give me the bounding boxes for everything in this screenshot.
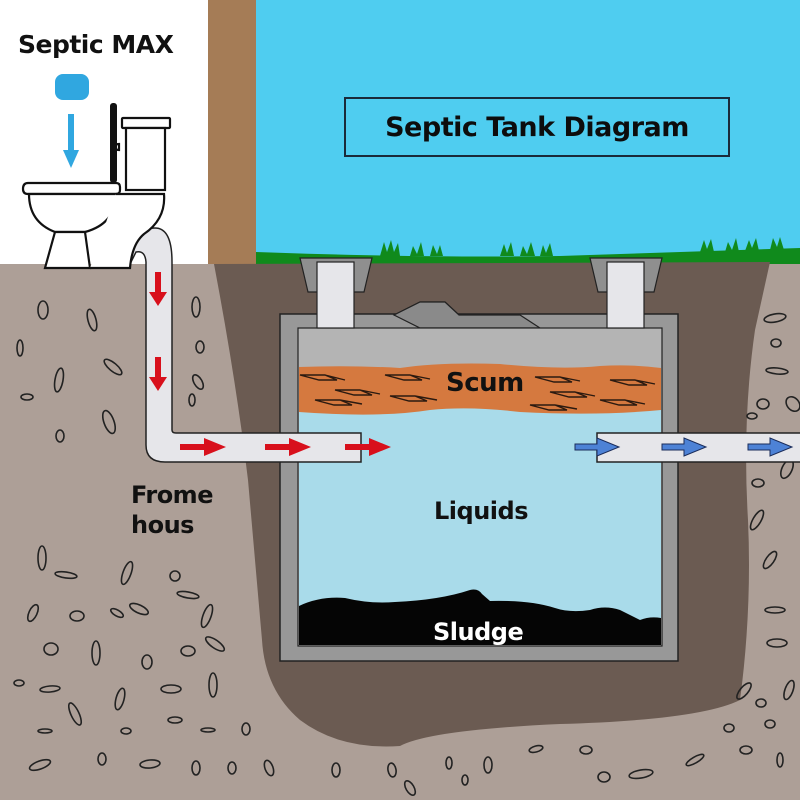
outflow-arrow-icon bbox=[661, 437, 708, 457]
inflow-arrow-icon bbox=[149, 357, 167, 391]
inflow-arrows bbox=[149, 272, 391, 456]
inflow-arrow-icon bbox=[345, 438, 391, 456]
grass-tufts bbox=[380, 237, 784, 256]
riser-left bbox=[299, 257, 373, 329]
drop-arrow-icon bbox=[63, 114, 79, 168]
sky bbox=[256, 0, 800, 262]
scum-debris bbox=[299, 374, 656, 411]
liquids-label: Liquids bbox=[434, 497, 528, 525]
inlet-label-line2: hous bbox=[131, 511, 194, 539]
sludge-label: Sludge bbox=[433, 618, 524, 646]
toilet-seat-lid bbox=[110, 103, 117, 183]
outflow-arrow-icon bbox=[574, 437, 621, 457]
scum-label: Scum bbox=[446, 368, 524, 398]
sludge-layer bbox=[299, 589, 661, 645]
soil-pebbles bbox=[13, 296, 800, 797]
outflow-arrow-icon bbox=[747, 437, 794, 457]
riser-right bbox=[589, 257, 663, 329]
house-wall bbox=[208, 0, 256, 266]
toilet-icon bbox=[21, 116, 172, 270]
septic-max-pod-icon bbox=[55, 74, 89, 100]
inflow-arrow-icon bbox=[265, 438, 311, 456]
inflow-arrow-icon bbox=[149, 272, 167, 306]
inlet-label-line1: Frome bbox=[131, 481, 213, 509]
outflow-arrows bbox=[574, 437, 794, 457]
page-title: Septic Tank Diagram bbox=[385, 111, 689, 143]
inlet-pipe bbox=[130, 227, 362, 463]
inflow-arrow-icon bbox=[180, 438, 226, 456]
title-box: Septic Tank Diagram bbox=[344, 97, 730, 157]
inlet-label: Frome hous bbox=[131, 480, 213, 540]
brand-label: Septic MAX bbox=[18, 30, 174, 59]
